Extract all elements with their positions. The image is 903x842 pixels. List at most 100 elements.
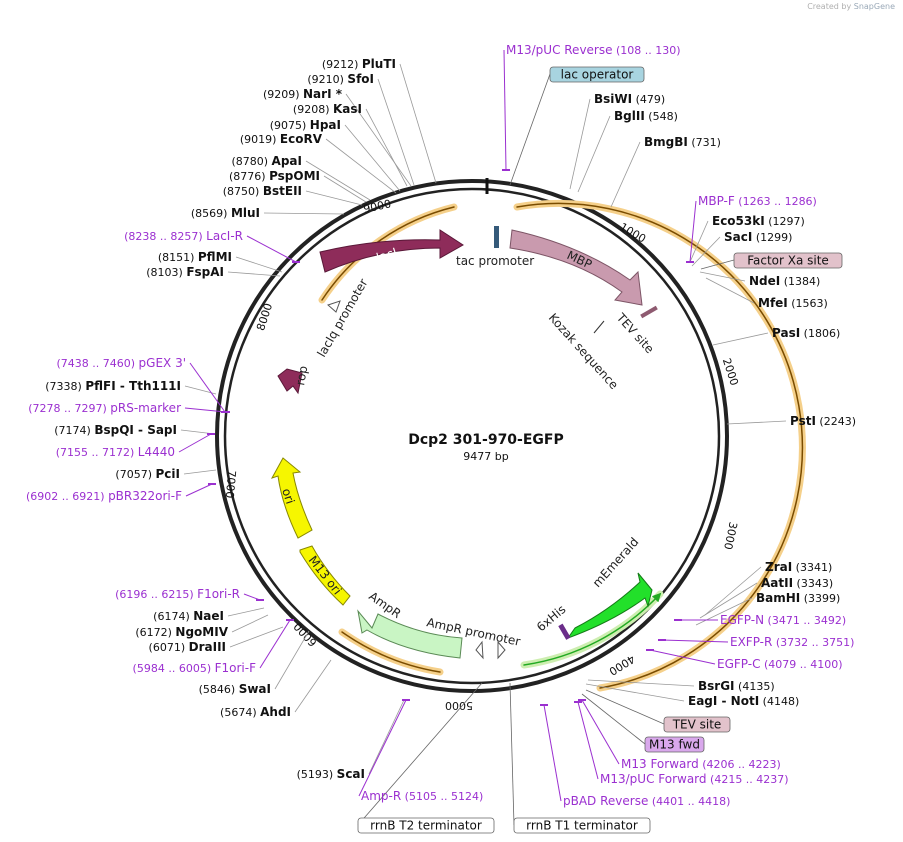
primer-binding-mark bbox=[658, 639, 666, 641]
enzyme-text: NdeI (1384) bbox=[749, 274, 820, 288]
enzyme-text: (8776) PspOMI bbox=[229, 169, 320, 183]
enzyme-position: (5846) bbox=[199, 683, 239, 696]
enzyme-text: MfeI (1563) bbox=[758, 296, 828, 310]
enzyme-leader-line bbox=[699, 271, 746, 282]
feature-arrow-laci bbox=[319, 229, 464, 273]
feature-label-rop: rop bbox=[293, 365, 310, 387]
enzyme-text: (8103) FspAI bbox=[146, 265, 224, 279]
feature-arrow-rop bbox=[277, 368, 303, 395]
primer-binding-mark bbox=[208, 483, 216, 485]
enzyme-name: ZraI bbox=[765, 560, 792, 574]
tick-label: 3000 bbox=[721, 521, 740, 551]
enzyme-label: (5674) AhdI bbox=[220, 705, 291, 719]
enzyme-label: SacI (1299) bbox=[724, 230, 792, 244]
enzyme-leader-line bbox=[705, 277, 755, 304]
primer-range: (6196 .. 6215) bbox=[115, 588, 197, 601]
primer-range: (3471 .. 3492) bbox=[764, 614, 846, 627]
enzyme-position: (1806) bbox=[800, 327, 840, 340]
enzyme-name: AhdI bbox=[260, 705, 291, 719]
primer-range: (4215 .. 4237) bbox=[707, 773, 789, 786]
enzyme-name: NgoMIV bbox=[175, 625, 228, 639]
primer-binding-mark bbox=[686, 261, 694, 263]
plasmid-length: 9477 bp bbox=[463, 450, 508, 463]
primer-label: (6902 .. 6921) pBR322ori-F bbox=[26, 489, 182, 503]
enzyme-label: (6172) NgoMIV bbox=[135, 625, 228, 639]
ampr-promoter-glyph bbox=[475, 640, 506, 660]
enzyme-text: (9019) EcoRV bbox=[240, 132, 323, 146]
primer-leader-line bbox=[185, 483, 213, 497]
boxed-label: TEV site bbox=[663, 716, 731, 733]
enzyme-leader-line bbox=[569, 98, 591, 190]
boxed-label: M13 fwd bbox=[644, 736, 705, 753]
enzyme-text: (7057) PciI bbox=[115, 467, 180, 481]
enzyme-text: BsiWI (479) bbox=[594, 92, 665, 106]
enzyme-name: SwaI bbox=[239, 682, 271, 696]
primer-label: (8238 .. 8257) LacI-R bbox=[124, 229, 243, 243]
enzyme-leader-line bbox=[689, 220, 709, 263]
enzyme-text: (5193) ScaI bbox=[297, 767, 365, 781]
enzyme-text: (6172) NgoMIV bbox=[135, 625, 228, 639]
snapgene-logo-text: SnapGene bbox=[853, 2, 895, 11]
boxed-label: Factor Xa site bbox=[733, 252, 843, 269]
enzyme-position: (479) bbox=[632, 93, 665, 106]
primer-label: (7438 .. 7460) pGEX 3' bbox=[56, 356, 186, 370]
enzyme-name: BmgBI bbox=[644, 135, 688, 149]
enzyme-position: (5674) bbox=[220, 706, 260, 719]
enzyme-label: BglII (548) bbox=[614, 109, 678, 123]
feature-label-ori: ori bbox=[279, 487, 297, 506]
enzyme-leader-line bbox=[610, 141, 641, 208]
boxed-label: lac operator bbox=[549, 66, 645, 83]
feature-arrows bbox=[270, 229, 653, 659]
enzyme-name: MluI bbox=[231, 206, 260, 220]
tick-label: 9000 bbox=[362, 197, 392, 216]
enzyme-leader-line bbox=[323, 175, 367, 203]
enzyme-name: PspOMI bbox=[269, 169, 320, 183]
feature-arrow-ori bbox=[270, 457, 313, 539]
tev-site-glyph bbox=[640, 305, 658, 319]
enzyme-leader-line bbox=[231, 614, 269, 633]
primer-binding-mark bbox=[574, 701, 582, 703]
boxed-label-text: lac operator bbox=[561, 68, 634, 82]
primer-range: (4079 .. 4100) bbox=[760, 658, 842, 671]
enzyme-position: (4148) bbox=[759, 695, 799, 708]
backbone-outer-ring bbox=[215, 179, 729, 693]
enzyme-position: (1563) bbox=[788, 297, 828, 310]
primer-binding-mark bbox=[674, 619, 682, 621]
boxed-label-box bbox=[513, 817, 651, 834]
primer-binding-mark bbox=[502, 169, 510, 171]
enzyme-leader-line bbox=[227, 607, 265, 617]
enzyme-text: (8750) BstEII bbox=[223, 184, 302, 198]
primer-binding-mark bbox=[286, 619, 294, 621]
enzyme-text: (9209) NarI * bbox=[263, 87, 343, 101]
primer-name: pBAD Reverse bbox=[563, 794, 648, 808]
boxed-label-text: Factor Xa site bbox=[747, 254, 829, 268]
enzyme-leader-line bbox=[704, 566, 762, 616]
primer-name: F1ori-F bbox=[215, 661, 256, 675]
primer-range: (8238 .. 8257) bbox=[124, 230, 206, 243]
boxed-label-text: M13 fwd bbox=[649, 738, 700, 752]
enzyme-position: (1384) bbox=[780, 275, 820, 288]
enzyme-position: (8103) bbox=[146, 266, 186, 279]
enzyme-text: (9212) PluTI bbox=[322, 57, 396, 71]
enzyme-leader-line bbox=[377, 78, 415, 186]
enzyme-name: EcoRV bbox=[280, 132, 323, 146]
enzyme-name: BglII bbox=[614, 109, 645, 123]
enzyme-leader-line bbox=[274, 630, 310, 690]
primer-label: pBAD Reverse (4401 .. 4418) bbox=[563, 794, 730, 808]
enzyme-name: HpaI bbox=[310, 118, 341, 132]
enzyme-name: BspQI - SapI bbox=[94, 423, 177, 437]
enzyme-text: SacI (1299) bbox=[724, 230, 792, 244]
enzyme-leader-line bbox=[344, 124, 401, 192]
enzyme-leader-line bbox=[691, 236, 721, 267]
enzyme-position: (6071) bbox=[149, 641, 189, 654]
enzyme-leader-line bbox=[294, 659, 332, 713]
enzyme-name: BsrGI bbox=[698, 679, 735, 693]
boxed-label-box bbox=[644, 736, 705, 753]
enzyme-name: Eco53kI bbox=[712, 214, 765, 228]
enzyme-name: PciI bbox=[156, 467, 181, 481]
primer-label: M13/pUC Forward (4215 .. 4237) bbox=[600, 772, 789, 786]
primer-leader-line bbox=[543, 704, 562, 802]
primer-leader-line bbox=[189, 362, 226, 413]
credit-prefix: Created by bbox=[807, 2, 852, 11]
primer-range: (3732 .. 3751) bbox=[772, 636, 854, 649]
